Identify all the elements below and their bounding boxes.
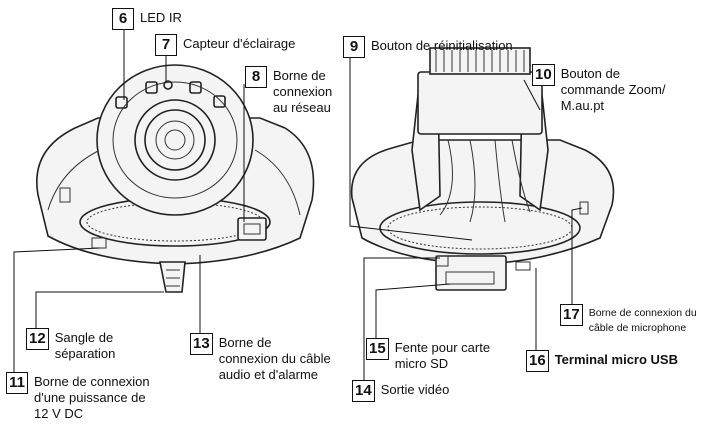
callout-number: 6 [112,8,134,30]
callout-number: 15 [366,338,389,360]
callout-7: 7 Capteur d'éclairage [155,34,295,56]
callout-12: 12 Sangle de séparation [26,328,115,362]
right-camera-drawing [350,47,615,291]
callout-number: 10 [532,64,555,86]
callout-6: 6 LED IR [112,8,182,30]
callout-label: Bouton de réinitialisation [371,38,513,53]
callout-label: Borne de connexion d'une puissance de 12… [34,374,150,421]
callout-label: Fente pour carte micro SD [394,340,491,371]
callout-number: 7 [155,34,177,56]
callout-number: 17 [560,304,583,326]
callout-number: 16 [526,350,549,372]
leader-lines [13,28,583,380]
callout-number: 8 [245,66,267,88]
callout-number: 12 [26,328,49,350]
callout-label: Borne de connexion du câble de microphon… [588,307,697,334]
callout-number: 13 [190,333,213,355]
callout-number: 11 [6,372,28,394]
callout-9: 9 Bouton de réinitialisation [343,36,513,58]
callout-17: 17 Borne de connexion du câble de microp… [560,304,697,336]
callout-label: Sangle de séparation [54,330,116,361]
callout-label: LED IR [140,10,182,25]
callout-8: 8 Borne de connexion au réseau [245,66,332,116]
callout-13: 13 Borne de connexion du câble audio et … [190,333,331,383]
callout-16: 16 Terminal micro USB [526,350,678,372]
callout-14: 14 Sortie vidéo [352,380,449,402]
callout-label: Borne de connexion du câble audio et d'a… [218,335,331,382]
callout-11: 11 Borne de connexion d'une puissance de… [6,372,150,422]
callout-label: Sortie vidéo [380,382,450,397]
callout-label: Capteur d'éclairage [183,36,296,51]
callout-number: 9 [343,36,365,58]
callout-label: Bouton de commande Zoom/ M.au.pt [560,66,666,113]
callout-number: 14 [352,380,375,402]
callout-10: 10 Bouton de commande Zoom/ M.au.pt [532,64,665,114]
callout-15: 15 Fente pour carte micro SD [366,338,490,372]
callout-label: Borne de connexion au réseau [273,68,333,115]
callout-label: Terminal micro USB [554,352,678,367]
